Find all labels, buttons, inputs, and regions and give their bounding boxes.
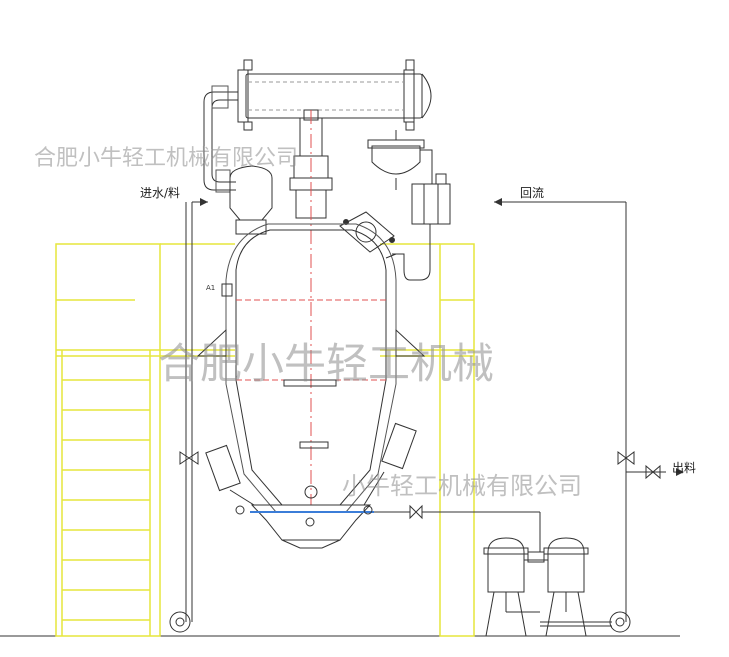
vessel-body xyxy=(196,223,426,513)
condenser xyxy=(237,59,432,131)
a1-label: A1 xyxy=(206,284,216,292)
manhole xyxy=(339,211,395,253)
platform-right xyxy=(380,243,475,637)
return-pipe xyxy=(494,198,684,633)
receiver-column xyxy=(392,172,451,281)
platform-left xyxy=(55,243,235,637)
vapor-pipe-left xyxy=(203,85,238,193)
agitator-motor xyxy=(289,109,333,505)
filter-left xyxy=(483,537,529,637)
cylinder-right xyxy=(363,422,417,515)
separator xyxy=(367,130,433,190)
inlet-label: 进水/料 xyxy=(140,186,181,200)
cylinder-left xyxy=(205,444,255,515)
filter-feed-pipe xyxy=(374,504,541,552)
filter-right xyxy=(506,537,589,637)
inlet-pipe xyxy=(169,198,233,633)
vapor-dome xyxy=(229,165,273,235)
bottom-discharge xyxy=(250,504,374,549)
reflux-label: 回流 xyxy=(520,186,545,200)
outlet-label: 出料 xyxy=(672,461,697,475)
